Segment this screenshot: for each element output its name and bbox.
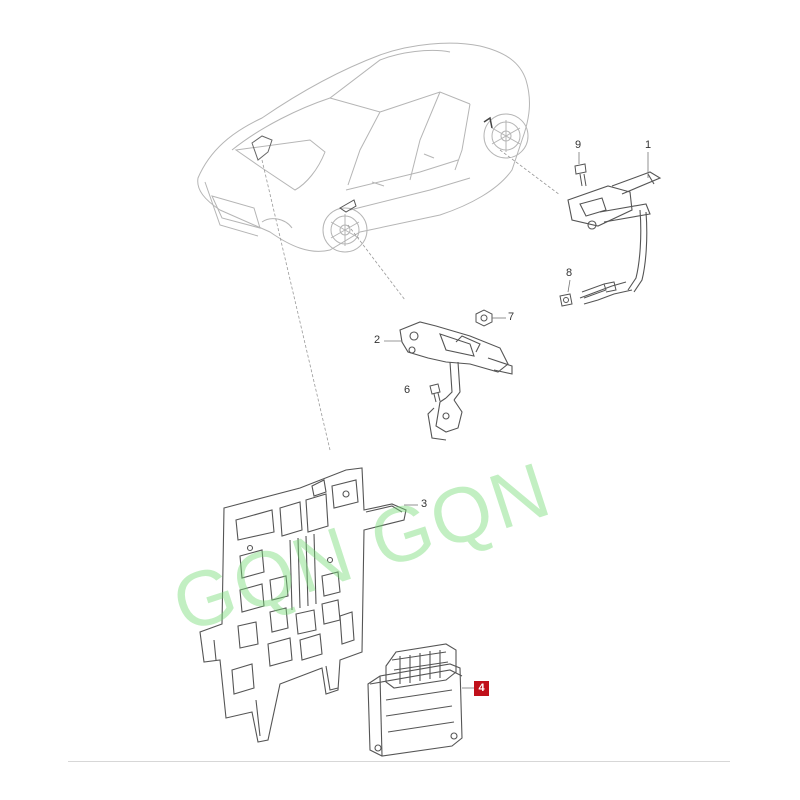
callout-number-7: 7 (508, 311, 515, 323)
part-1-sensor (567, 171, 662, 305)
leader-lines (261, 149, 561, 451)
part-8-fasteners (559, 281, 617, 307)
callout-number-8: 8 (566, 267, 573, 279)
callout-number-3: 3 (421, 498, 428, 510)
part-2-bracket (399, 321, 513, 441)
car-illustration (197, 42, 530, 253)
part-6-bolt (429, 383, 441, 403)
callout-number-6: 6 (404, 384, 411, 396)
part-7-nut (475, 309, 493, 327)
bottom-divider (68, 761, 730, 762)
callout-number-9: 9 (575, 139, 582, 151)
part-4-ecu-module (367, 643, 463, 757)
part-3-mounting-bracket (199, 467, 407, 743)
callout-number-2: 2 (374, 334, 381, 346)
part-9-bolt (574, 163, 587, 187)
callout-number-4-highlighted: 4 (474, 681, 489, 696)
callout-line-8 (567, 279, 571, 293)
callout-number-1: 1 (645, 139, 652, 151)
